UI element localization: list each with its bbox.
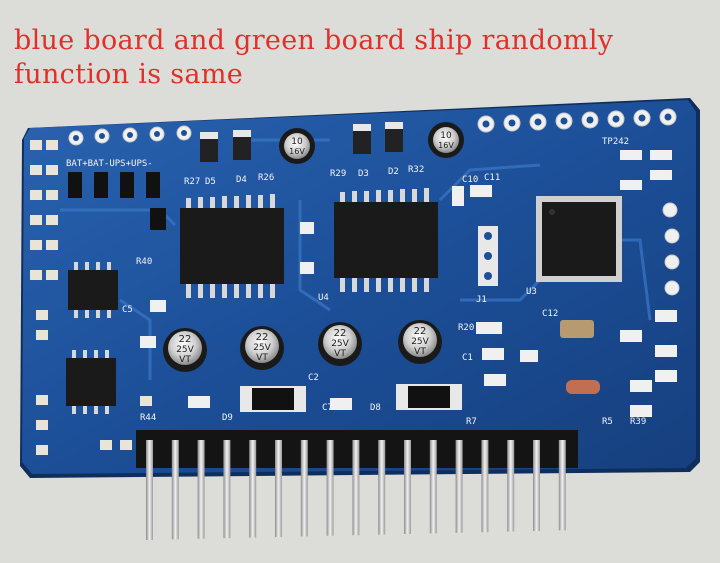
driver-ic-2 (334, 188, 438, 292)
label-d2: D2 (388, 167, 399, 177)
label-u4: U4 (318, 293, 329, 303)
cap-small-2-value: 10 (440, 131, 452, 141)
header-pin (481, 440, 489, 533)
label-bat-ups: BAT+BAT-UPS+UPS- (66, 159, 153, 169)
j1-pads (478, 226, 498, 286)
label-c2: C2 (308, 373, 319, 383)
cap-large-4-series: VT (414, 347, 426, 357)
cap-small-1-value: 10 (291, 137, 303, 147)
cap-large-2-voltage: 25V (253, 343, 271, 353)
cap-large-3: 22 25V VT (318, 322, 362, 366)
label-c5: C5 (122, 305, 133, 315)
header-pin (352, 440, 360, 536)
label-r44: R44 (140, 413, 156, 423)
bottom-diodes (240, 384, 462, 412)
cap-large-1-series: VT (179, 355, 191, 365)
header-pin (249, 440, 257, 538)
header-pin (404, 440, 411, 534)
header-pin (171, 440, 179, 540)
top-diodes (200, 122, 403, 162)
label-r26: R26 (258, 173, 274, 183)
header-pin (146, 440, 153, 540)
label-d8: D8 (370, 403, 381, 413)
smd-parts (140, 150, 677, 417)
driver-ic-1 (180, 194, 284, 298)
cap-large-1-voltage: 25V (176, 345, 194, 355)
silkscreen-labels: BAT+BAT-UPS+UPS- R27 D5 D4 R26 R29 D3 D2… (66, 137, 646, 440)
label-r7: R7 (466, 417, 477, 427)
cap-large-1-value: 22 (179, 334, 192, 345)
label-r5: R5 (602, 417, 613, 427)
header-pin (197, 440, 205, 539)
microcontroller-u3 (536, 196, 622, 282)
label-c12: C12 (542, 309, 558, 319)
cap-small-1: 10 16V (279, 128, 315, 164)
opamp-2 (66, 350, 116, 414)
pcb-board (20, 98, 700, 478)
cap-large-3-series: VT (334, 349, 346, 359)
header-pin (533, 440, 540, 531)
header-pin (275, 440, 282, 537)
bat-ups-components (68, 172, 166, 230)
label-r40: R40 (136, 257, 152, 267)
cap-small-1-voltage: 16V (289, 147, 305, 156)
cap-small-2: 10 16V (428, 122, 464, 158)
cap-small-2-voltage: 16V (438, 141, 454, 150)
label-r32: R32 (408, 165, 424, 175)
header-pin (558, 440, 566, 531)
cap-large-3-value: 22 (334, 328, 347, 339)
caption-line-1: blue board and green board ship randomly (14, 25, 614, 56)
label-c10: C10 (462, 175, 478, 185)
header-pin (507, 440, 515, 532)
label-d9: D9 (222, 413, 233, 423)
label-r20: R20 (458, 323, 474, 333)
label-r39: R39 (630, 417, 646, 427)
opamp-1 (68, 262, 118, 318)
label-c7: C7 (322, 403, 333, 413)
header-pin (300, 440, 308, 537)
cap-large-3-voltage: 25V (331, 339, 349, 349)
label-c1: C1 (462, 353, 473, 363)
label-u3: U3 (526, 287, 537, 297)
pin-header-j4 (136, 430, 578, 540)
label-r27: R27 (184, 177, 200, 187)
cap-large-1: 22 25V VT (163, 328, 207, 372)
cap-large-2: 22 25V VT (240, 326, 284, 370)
label-j1: J1 (476, 295, 487, 305)
caption-line-2: function is same (14, 59, 244, 90)
label-r29: R29 (330, 169, 346, 179)
label-d4: D4 (236, 175, 247, 185)
header-pin (378, 440, 386, 535)
label-d3: D3 (358, 169, 369, 179)
header-pin (429, 440, 437, 534)
label-c11: C11 (484, 173, 500, 183)
cap-large-4-voltage: 25V (411, 337, 429, 347)
header-pin (223, 440, 231, 539)
label-d5: D5 (205, 177, 216, 187)
label-tp242: TP242 (602, 137, 629, 147)
header-pin (326, 440, 334, 536)
cap-large-4: 22 25V VT (398, 320, 442, 364)
cap-large-2-series: VT (256, 353, 268, 363)
cap-large-2-value: 22 (256, 332, 269, 343)
cap-large-4-value: 22 (414, 326, 427, 337)
header-pin (455, 440, 463, 533)
